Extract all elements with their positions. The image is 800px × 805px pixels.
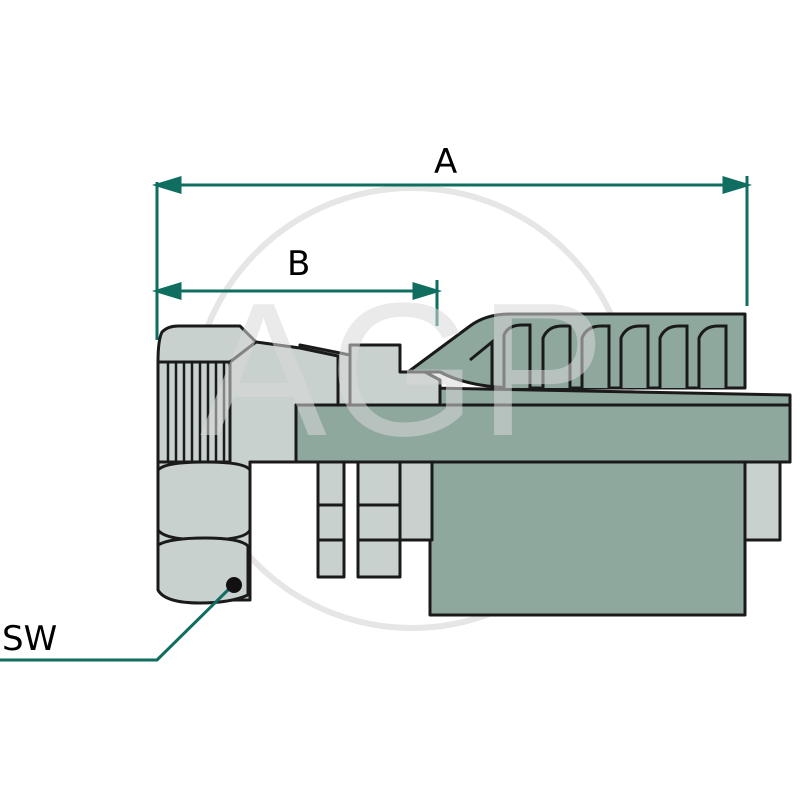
- hose-ribs: [469, 323, 728, 388]
- sw-label: SW: [2, 619, 58, 659]
- hose-socket-body: [294, 312, 792, 617]
- dimension-a-label: A: [434, 142, 458, 182]
- swivel-nut: [156, 324, 340, 605]
- dimension-b: [151, 280, 443, 326]
- sw-leader-dot: [226, 577, 242, 593]
- dimension-a: [151, 175, 753, 340]
- thread-lines: [166, 362, 226, 462]
- sw-leader: [0, 584, 234, 662]
- watermark-text: AGP: [200, 264, 608, 476]
- dimension-b-label: B: [287, 244, 311, 284]
